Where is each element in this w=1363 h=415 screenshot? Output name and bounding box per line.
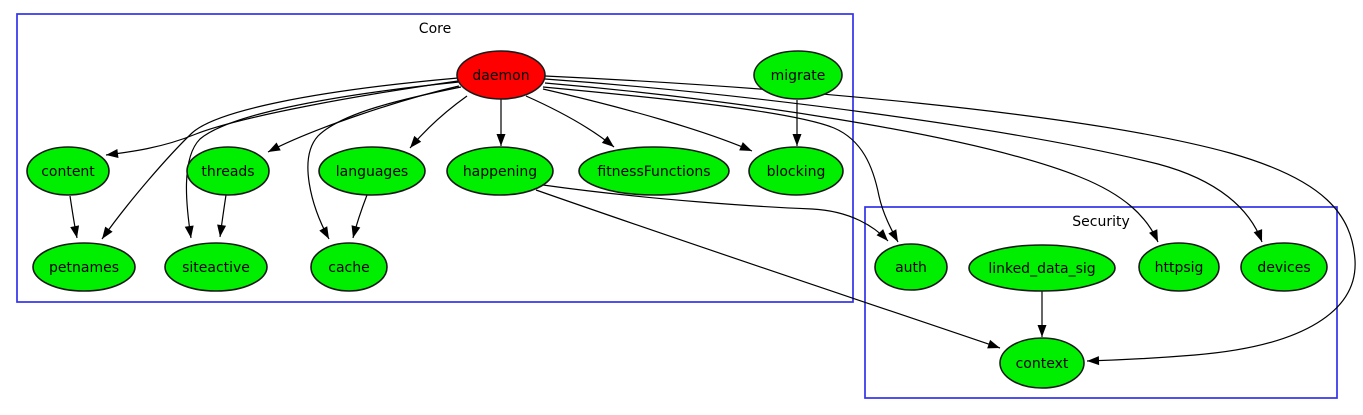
cluster-security-label: Security: [1072, 214, 1130, 230]
cluster-core: Core: [16, 13, 854, 303]
node-devices: devices: [1240, 242, 1328, 292]
edge-daemon-auth: [542, 86, 899, 243]
node-layer: daemon migrate content threads languages…: [26, 50, 1328, 389]
edge-daemon-httpsig: [544, 82, 1159, 243]
edge-content-petnames: [69, 195, 80, 239]
node-linked_data_sig-ellipse: [968, 244, 1116, 292]
edge-daemon-blocking: [542, 88, 753, 152]
edge-daemon-content: [105, 80, 459, 158]
node-blocking-ellipse: [748, 146, 844, 196]
edge-languages-cache: [351, 194, 368, 239]
node-blocking-label: blocking: [767, 164, 826, 180]
node-content: content: [26, 146, 110, 196]
node-context-label: context: [1016, 356, 1069, 372]
edge-threads-siteactive: [217, 194, 227, 238]
node-context: context: [999, 337, 1085, 389]
node-migrate-label: migrate: [771, 68, 826, 84]
node-context-ellipse: [999, 337, 1085, 389]
edge-happening-context: [535, 189, 1001, 349]
node-fitnessFunctions-ellipse: [578, 146, 730, 196]
node-httpsig-ellipse: [1138, 242, 1220, 292]
node-httpsig: httpsig: [1138, 242, 1220, 292]
edge-daemon-languages: [409, 95, 468, 149]
node-devices-ellipse: [1240, 242, 1328, 292]
node-languages-label: languages: [336, 164, 408, 180]
cluster-security-box: [864, 206, 1338, 399]
edge-daemon-cache: [307, 86, 462, 240]
node-fitnessFunctions-label: fitnessFunctions: [597, 164, 710, 180]
node-siteactive-ellipse: [164, 242, 268, 292]
node-content-label: content: [41, 164, 95, 180]
node-siteactive-label: siteactive: [182, 260, 250, 276]
node-happening-label: happening: [463, 164, 537, 180]
node-petnames: petnames: [32, 242, 136, 292]
node-cache: cache: [310, 242, 388, 292]
cluster-core-box: [16, 13, 854, 303]
node-languages: languages: [318, 146, 426, 196]
node-threads-ellipse: [186, 146, 270, 196]
node-daemon-ellipse: [456, 50, 546, 100]
node-linked_data_sig-label: linked_data_sig: [988, 261, 1095, 277]
edge-happening-auth: [542, 184, 889, 242]
node-siteactive: siteactive: [164, 242, 268, 292]
edge-daemon-context: [544, 75, 1356, 366]
node-daemon: daemon: [456, 50, 546, 100]
node-cache-label: cache: [328, 260, 369, 276]
node-threads: threads: [186, 146, 270, 196]
node-httpsig-label: httpsig: [1155, 260, 1204, 276]
node-devices-label: devices: [1257, 260, 1310, 276]
node-auth-ellipse: [874, 243, 948, 291]
edge-daemon-fitnessFunctions: [525, 95, 615, 148]
node-cache-ellipse: [310, 242, 388, 292]
node-daemon-label: daemon: [472, 68, 529, 84]
node-migrate: migrate: [753, 50, 843, 100]
node-petnames-ellipse: [32, 242, 136, 292]
node-auth: auth: [874, 243, 948, 291]
node-linked_data_sig: linked_data_sig: [968, 244, 1116, 292]
cluster-security: Security: [864, 206, 1338, 399]
edge-daemon-siteactive: [184, 81, 460, 239]
node-threads-label: threads: [201, 164, 254, 180]
node-blocking: blocking: [748, 146, 844, 196]
edge-daemon-devices: [544, 78, 1263, 243]
node-auth-label: auth: [895, 260, 927, 276]
node-petnames-label: petnames: [49, 260, 119, 276]
node-migrate-ellipse: [753, 50, 843, 100]
node-fitnessFunctions: fitnessFunctions: [578, 146, 730, 196]
node-languages-ellipse: [318, 146, 426, 196]
node-content-ellipse: [26, 146, 110, 196]
cluster-core-label: Core: [419, 21, 451, 37]
node-happening-ellipse: [446, 146, 554, 196]
edge-daemon-petnames: [101, 77, 459, 240]
node-happening: happening: [446, 146, 554, 196]
edge-layer: [69, 75, 1356, 366]
